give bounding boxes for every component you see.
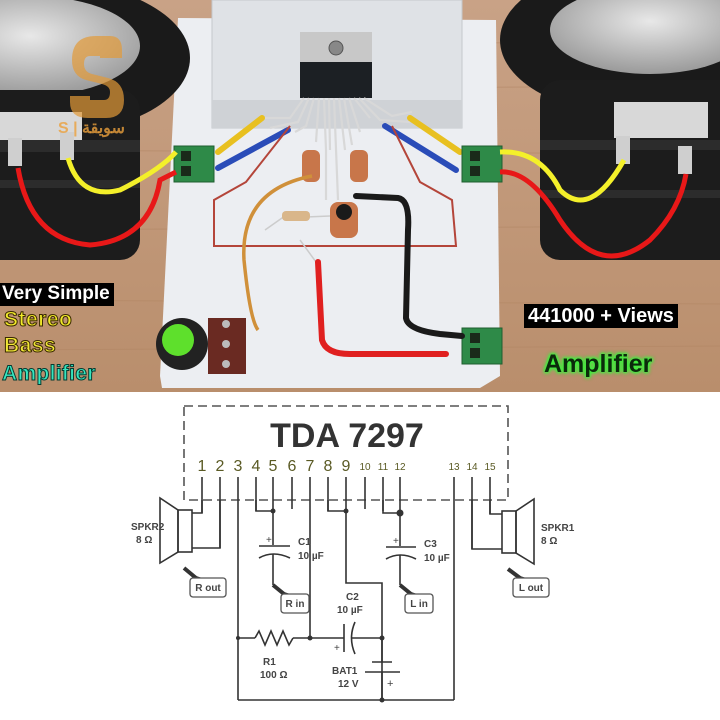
l-in-tag [404,593,434,614]
amplifier-badge: Amplifier [544,350,653,378]
title-line-3: Bass [3,334,57,358]
pin-label: 12 [394,462,406,473]
pin-label: 11 [378,462,389,473]
c3-plus: + [393,536,399,547]
knob-cap [162,324,194,356]
speaker-right [500,0,720,260]
watermark-text: S | سويقة [58,120,125,137]
resistor [282,211,310,221]
r-out-tag [189,577,227,598]
junction-dot [379,697,385,703]
l-out-tag [512,577,550,598]
terminal-block-left [173,145,215,183]
title-line-2: Stereo [3,308,73,332]
spkr1-name: SPKR1 [541,523,575,534]
pin11-12-join [382,500,400,514]
l-in-label: L in [410,599,428,610]
photo-illustration [0,0,720,392]
c2-value: 10 µF [337,605,363,616]
title-line-1: Very Simple [0,283,114,306]
r-out-label: R out [195,583,221,594]
pin-label: 6 [288,458,297,475]
r1-name: R1 [263,657,276,668]
bat1-name: BAT1 [332,666,358,677]
views-badge: 441000 + Views [524,304,678,328]
c3-curved-plate [385,554,417,560]
ic-name: TDA 7297 [270,417,424,455]
pin-label: 7 [306,458,315,475]
bat1-plus: + [387,678,393,690]
c1-name: C1 [298,537,311,548]
speaker-spkr2 [159,496,221,565]
speaker-spkr1 [471,497,535,566]
l-out-label: L out [519,583,544,594]
pin8-9-join [327,500,346,512]
junction-dot [307,635,313,641]
pin-label: 4 [252,458,261,475]
c3-name: C3 [424,539,437,550]
terminal-block-right [461,145,503,183]
terminal-block-power [461,327,503,365]
c1-plus: + [266,535,272,546]
pin-label: 8 [324,458,333,475]
pin-label: 1 [198,458,207,475]
c1-value: 10 µF [298,551,324,562]
bat1-value: 12 V [338,679,359,690]
capacitor [350,150,368,182]
r1-value: 100 Ω [260,670,287,681]
pin-label: 5 [269,458,278,475]
pin-labels: 1 2 3 4 5 6 7 8 9 10 11 12 13 14 15 [198,458,496,475]
spkr2-value: 8 Ω [136,535,152,546]
c2-name: C2 [346,592,359,603]
capacitor [302,150,320,182]
amplifier-photo: S | سويقة Very Simple Stereo Bass Amplif… [0,0,720,392]
pin-leads [201,477,491,700]
c1-curved-plate [258,553,291,559]
pin-label: 13 [448,462,460,473]
pin-label: 3 [234,458,243,475]
tda7297-chip [300,62,372,98]
title-line-4: Amplifier [2,362,96,386]
schematic-diagram: TDA 7297 1 2 3 4 5 6 7 8 9 10 11 12 13 1… [131,405,575,703]
pin-label: 9 [342,458,351,475]
spkr2-name: SPKR2 [131,522,165,533]
pin-label: 15 [484,462,496,473]
c3-value: 10 µF [424,553,450,564]
c2-plus: + [334,643,340,654]
pin-label: 10 [359,462,371,473]
screw [328,40,344,56]
r-in-label: R in [286,599,305,610]
pin-label: 2 [216,458,225,475]
r1-resistor [254,628,294,648]
pin-label: 14 [466,462,478,473]
r-in-tag [280,593,310,614]
pin4-5-join [255,500,273,512]
watermark-logo [70,36,124,118]
spkr1-value: 8 Ω [541,536,557,547]
